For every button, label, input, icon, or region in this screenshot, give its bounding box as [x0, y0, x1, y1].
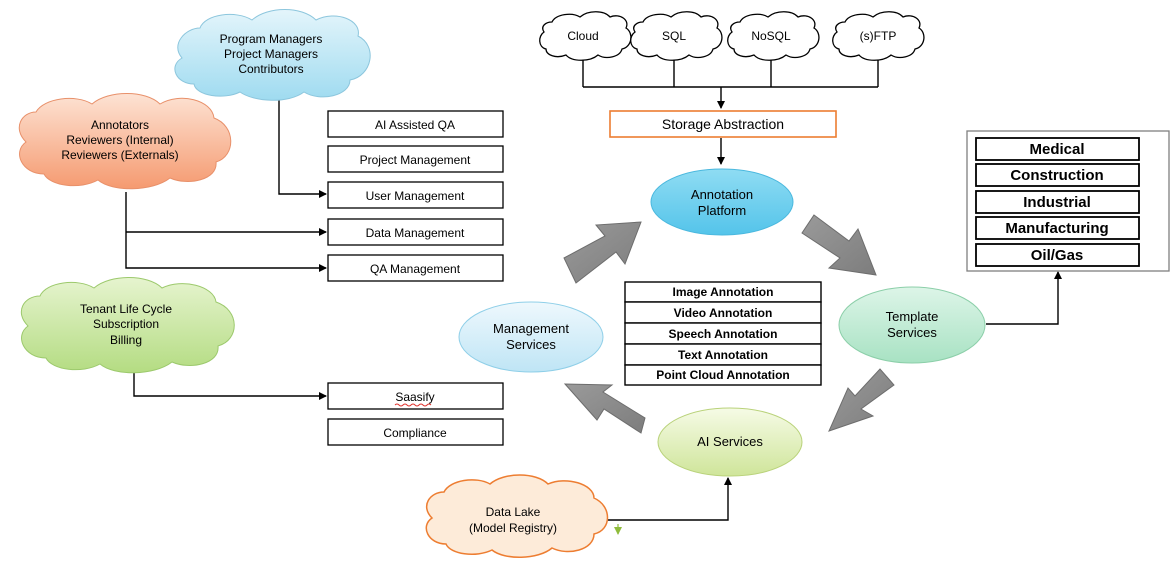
source-label-sftp: (s)FTP	[860, 29, 897, 43]
annotators-line-1: Annotators	[91, 118, 149, 132]
cloud-source-nosql	[727, 11, 820, 61]
managers-cloud: Program Managers Project Managers Contri…	[174, 9, 371, 101]
annotation-platform-line-2: Platform	[698, 203, 746, 218]
template-services-line-2: Services	[887, 325, 937, 340]
annotation-platform-line-1: Annotation	[691, 187, 753, 202]
box-project-management: Project Management	[360, 153, 471, 167]
tenant-cloud: Tenant Life Cycle Subscription Billing	[20, 277, 235, 374]
data-lake-line-2: (Model Registry)	[469, 521, 557, 535]
management-services-line-1: Management	[493, 321, 569, 336]
managers-line-3: Contributors	[238, 62, 303, 76]
arrow-to-management-services	[563, 383, 646, 434]
box-qa-management: QA Management	[370, 262, 461, 276]
annotators-line-2: Reviewers (Internal)	[66, 133, 173, 147]
annotation-type-text: Text Annotation	[678, 348, 768, 362]
data-lake-line-1: Data Lake	[486, 505, 541, 519]
box-data-management: Data Management	[366, 226, 465, 240]
connector-lines	[125, 56, 1062, 521]
arrow-to-ai-services	[828, 368, 895, 432]
annotators-line-3: Reviewers (Externals)	[61, 148, 178, 162]
tenant-line-2: Subscription	[93, 317, 159, 331]
cloud-source-sftp	[832, 11, 925, 61]
tenant-line-1: Tenant Life Cycle	[80, 302, 172, 316]
arrow-to-template-services	[801, 214, 877, 276]
annotation-type-image: Image Annotation	[673, 285, 774, 299]
annotation-platform-ellipse: Annotation Platform	[650, 168, 794, 236]
storage-sources	[539, 11, 925, 61]
cloud-source-cloud	[539, 11, 632, 61]
management-box-list	[327, 110, 504, 282]
annotation-types-list	[624, 281, 822, 386]
arrow-to-annotation-platform	[563, 221, 642, 284]
template-services-line-1: Template	[886, 309, 939, 324]
industries-panel: Medical Construction Industrial Manufact…	[966, 130, 1170, 272]
flow-arrows	[563, 214, 895, 434]
box-user-management: User Management	[366, 189, 465, 203]
annotation-type-speech: Speech Annotation	[669, 327, 778, 341]
source-label-nosql: NoSQL	[751, 29, 791, 43]
box-saasify: Saasify	[395, 390, 434, 404]
cloud-source-sql	[630, 11, 723, 61]
source-label-sql: SQL	[662, 29, 686, 43]
annotators-cloud: Annotators Reviewers (Internal) Reviewer…	[18, 93, 232, 190]
annotation-type-point-cloud: Point Cloud Annotation	[656, 368, 790, 382]
industry-oil-gas: Oil/Gas	[1031, 247, 1084, 264]
storage-abstraction-label: Storage Abstraction	[662, 116, 784, 132]
industry-construction: Construction	[1010, 167, 1103, 184]
managers-line-2: Project Managers	[224, 47, 318, 61]
annotation-type-video: Video Annotation	[674, 306, 773, 320]
spellcheck-squiggle	[394, 403, 432, 407]
data-lake-cloud: Data Lake (Model Registry)	[425, 474, 609, 558]
managers-line-1: Program Managers	[220, 32, 323, 46]
source-label-cloud: Cloud	[567, 29, 598, 43]
box-compliance: Compliance	[383, 426, 447, 440]
management-services-line-2: Services	[506, 337, 556, 352]
ai-services-label: AI Services	[697, 434, 763, 449]
industry-industrial: Industrial	[1023, 194, 1091, 211]
saas-box-list	[327, 382, 504, 446]
management-services-ellipse: Management Services	[458, 301, 604, 373]
tenant-line-3: Billing	[110, 333, 142, 347]
template-services-ellipse: Template Services	[838, 286, 986, 364]
ai-services-ellipse: AI Services	[657, 407, 803, 477]
storage-abstraction-box: Storage Abstraction	[609, 110, 837, 138]
industry-manufacturing: Manufacturing	[1005, 220, 1108, 237]
industry-medical: Medical	[1029, 141, 1084, 158]
box-ai-assisted-qa: AI Assisted QA	[375, 118, 455, 132]
